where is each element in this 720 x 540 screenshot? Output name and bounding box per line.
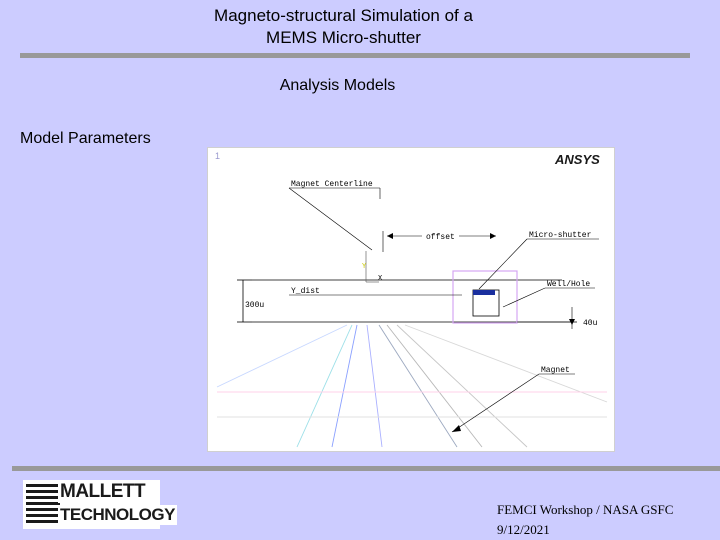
magnet-label: Magnet [541, 366, 570, 375]
y-dist-label: Y_dist [291, 287, 320, 296]
section-label: Model Parameters [20, 130, 151, 147]
well-hole-leader [502, 287, 546, 308]
fan-line [216, 324, 348, 388]
fan-line [331, 324, 358, 448]
footer-event: FEMCI Workshop / NASA GSFC [497, 502, 674, 517]
fan-line [366, 324, 383, 448]
fan-line [296, 324, 353, 448]
magnet-leader [451, 373, 540, 433]
top-divider [20, 53, 690, 58]
logo-line1: MALLETT [58, 481, 148, 503]
offset-label: offset [426, 233, 455, 242]
fan-line [386, 324, 483, 448]
logo-stripe [26, 484, 60, 487]
bottom-divider [12, 466, 720, 471]
y-axis-label: Y [362, 263, 367, 271]
logo-stripe [26, 508, 60, 511]
logo-stripe [26, 502, 60, 505]
slide-subtitle: Analysis Models [279, 77, 396, 94]
logo-stripe [26, 514, 60, 517]
logo-stripe [26, 520, 60, 523]
centerline-leader [288, 187, 373, 251]
well-hole-box [452, 270, 518, 324]
micro-shutter-leader [478, 238, 528, 290]
logo-line2: TECHNOLOGY [58, 505, 177, 525]
logo-stripe [26, 496, 60, 499]
well-hole-label: Well/Hole [547, 280, 590, 289]
depth-arrowhead [569, 319, 575, 325]
footer-date: 9/12/2021 [497, 522, 550, 537]
mallett-technology-logo: MALLETT TECHNOLOGY [23, 480, 177, 529]
slide-title-line2: MEMS Micro-shutter [266, 28, 421, 47]
magnet-centerline-label: Magnet Centerline [291, 180, 373, 189]
fan-line [378, 324, 458, 448]
footer: FEMCI Workshop / NASA GSFC 9/12/2021 [497, 500, 673, 540]
offset-arrowhead-right [490, 233, 496, 239]
ansys-logo: ANSYS [554, 152, 600, 167]
ansys-model-figure: 1 ANSYS Y X Magnet Cente [207, 147, 615, 452]
magnet-arrowhead [452, 425, 461, 432]
fan-line [404, 324, 608, 403]
mesh-fan-lines [216, 324, 608, 448]
fan-line [396, 324, 528, 448]
slide-title: Magneto-structural Simulation of a MEMS … [0, 5, 687, 49]
logo-stripe [26, 490, 60, 493]
height-300u-label: 300u [245, 301, 264, 310]
micro-shutter-label: Micro-shutter [529, 231, 592, 240]
offset-arrowhead-left [387, 233, 393, 239]
x-axis-label: X [378, 275, 383, 283]
micro-shutter-plate [473, 290, 495, 295]
depth-40u-label: 40u [583, 319, 598, 328]
figure-number: 1 [215, 151, 220, 161]
slide-title-line1: Magneto-structural Simulation of a [214, 6, 473, 25]
